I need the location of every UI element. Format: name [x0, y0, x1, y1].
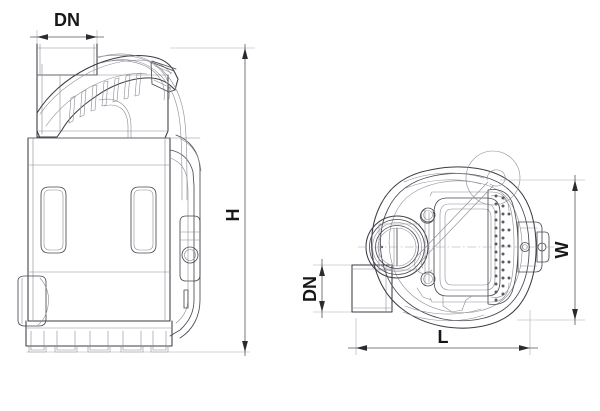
lifting-ring-plan — [414, 150, 521, 275]
view-front-elevation: H DN — [17, 10, 255, 356]
dimension-l — [348, 310, 538, 355]
dimension-w — [500, 175, 585, 325]
dimension-label-dn-top: DN — [300, 276, 320, 302]
dimension-label-l: L — [438, 327, 449, 347]
pump-base-feet — [25, 320, 250, 353]
dimension-label-dn-front: DN — [54, 10, 80, 30]
screw-boss-upper — [420, 207, 436, 224]
side-boss-left — [17, 275, 49, 327]
dimension-label-w: W — [552, 242, 572, 259]
view-top-plan: DN — [300, 150, 585, 355]
handle-ribs — [68, 72, 142, 124]
dimension-dn-front — [30, 34, 104, 40]
grille-perforations — [494, 194, 511, 302]
dimension-h — [170, 44, 255, 356]
pump-front-body — [17, 43, 250, 353]
screw-boss-lower — [420, 271, 436, 287]
dimension-label-h: H — [223, 209, 243, 222]
power-cable-front — [96, 53, 188, 201]
housing-slot-left — [40, 186, 67, 254]
carry-handle-front — [36, 54, 179, 138]
housing-slot-right — [130, 186, 157, 254]
pump-plan-body — [358, 150, 560, 329]
float-switch-module — [179, 215, 201, 282]
